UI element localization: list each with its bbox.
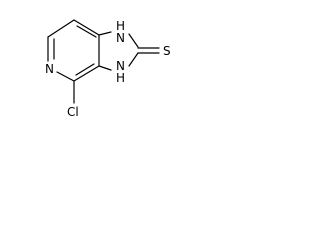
bond-c4-n5 — [56, 71, 75, 82]
bond-c3a-c4 — [73, 65, 100, 82]
atom-label-chlorine: Cl — [67, 105, 79, 119]
bond-c7-c7a — [73, 19, 100, 36]
bond-c7a-n1 — [98, 31, 112, 36]
bond-n1-c2 — [128, 33, 139, 48]
bond-c6-c7 — [47, 19, 75, 38]
nh-top-h: H — [116, 19, 125, 33]
bond-c7-c7a-inner — [76, 25, 97, 38]
atom-label-n-pyridine: N — [45, 62, 54, 76]
molecule-structure: N H N N H S Cl — [45, 19, 171, 119]
nh-top-n: N — [116, 31, 125, 45]
atom-label-sulfur: S — [163, 44, 171, 58]
atom-label-nh-top: H N — [116, 19, 129, 45]
bond-n3-c3a — [98, 65, 112, 71]
bond-c3a-c4-inner — [75, 63, 95, 76]
bond-c2-n3 — [128, 52, 139, 67]
nh-bottom-h: H — [116, 71, 125, 85]
nh-bottom-n: N — [116, 59, 125, 73]
atom-label-nh-bottom: N H — [116, 59, 129, 85]
